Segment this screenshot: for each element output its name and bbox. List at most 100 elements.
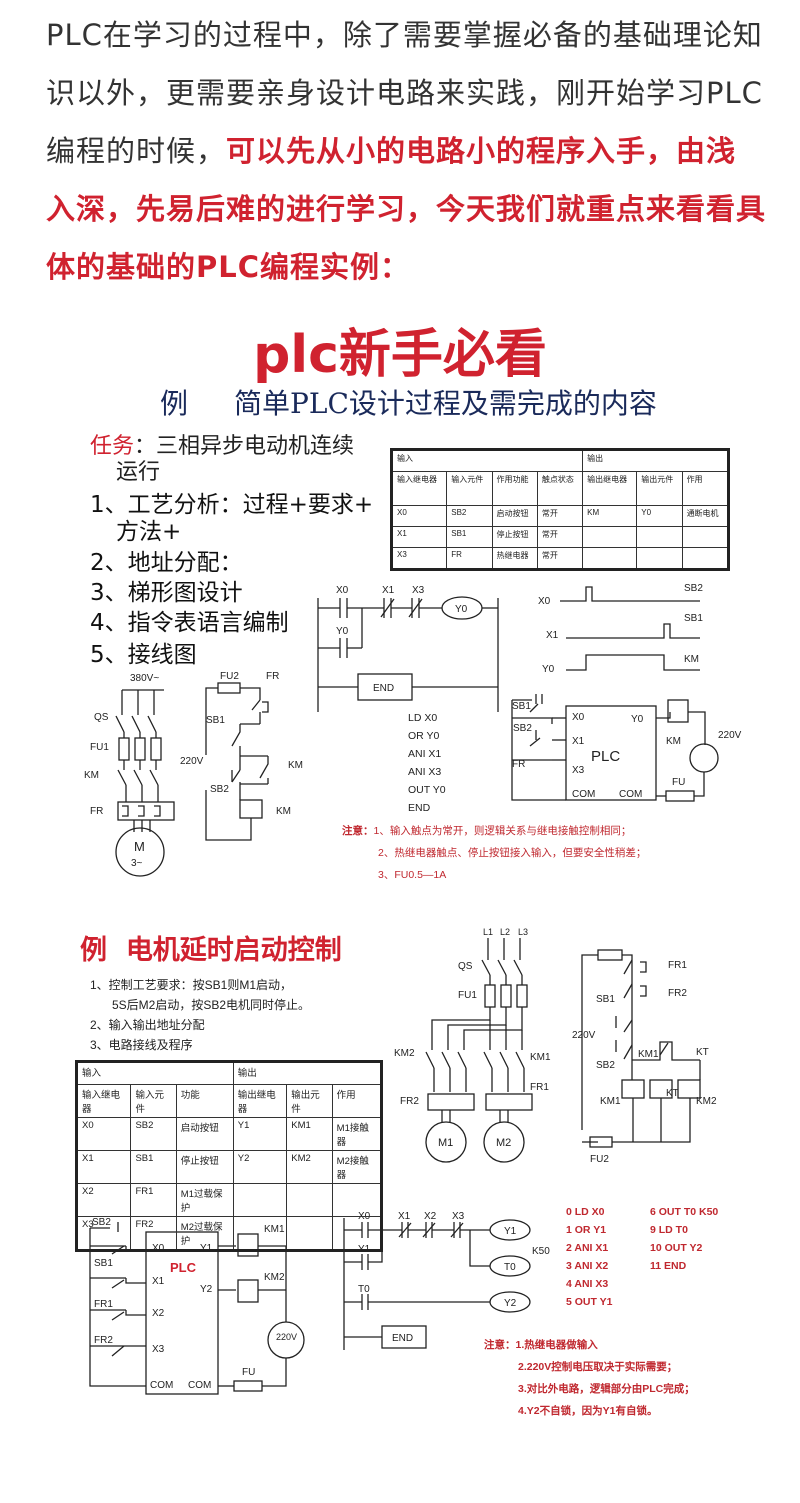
table1-header: 输入继电器 [390,471,448,506]
plc2-km2: KM2 [264,1272,285,1283]
timing-x1: X1 [546,630,559,641]
task-text: ：三相异步电动机连续 [134,434,355,459]
main2-m2: M2 [496,1137,511,1149]
ladder2-x3: X3 [452,1211,465,1222]
example2-title-text: 电机延时启动控制 [125,935,342,966]
plc1-label: PLC [591,748,620,765]
instruction: 11 END [650,1260,687,1272]
table-row: X1 SB1 停止按钮 常开 [390,526,730,548]
task-label: 任务 [90,434,135,459]
plc1-x0: X0 [572,712,585,723]
plc2-label: PLC [170,1260,197,1275]
cell: X0 [75,1117,132,1151]
table-row: X0 SB2 启动按钮 常开 KM Y0 通断电机 [390,505,730,527]
instruction-list-2a: 0 LD X0 1 OR Y1 2 ANI X1 3 ANI X2 4 ANI … [566,1203,613,1311]
ctrl2-sb2: SB2 [596,1060,615,1071]
notes-2: 注意：1.热继电器做输入 2.220V控制电压取决于实际需要； 3.对比外电路，… [484,1334,695,1422]
plc1-sb2: SB2 [513,723,532,734]
cell: KM1 [286,1117,333,1151]
cell: 停止按钮 [175,1150,234,1184]
ctrl2-kt-contact: KT [696,1047,709,1058]
ladder1-x0: X0 [336,585,349,596]
plc2-x2: X2 [152,1308,165,1319]
cell: FR2 [130,1216,177,1251]
motor-km: KM [84,770,99,781]
ladder2-y1-coil: Y1 [504,1226,517,1237]
motor-fr: FR [90,806,103,817]
instruction: 0 LD X0 [566,1206,605,1218]
cell: Y1 [232,1117,288,1151]
instruction: END [408,802,431,814]
instruction: OUT Y0 [408,784,446,796]
cell: SB1 [130,1150,177,1184]
ctrl2-km2-coil: KM2 [696,1096,717,1107]
instruction: 1 OR Y1 [566,1224,607,1236]
main2-l3: L3 [518,927,528,937]
step-2: 2、地址分配： [90,550,243,576]
ladder-diagram-1: X0 X1 X3 Y0 Y0 END [317,585,499,712]
instruction: 2 ANI X1 [566,1242,609,1254]
control-circuit-2: FR1 FR2 SB1 220V SB2 KM1 KT KT KM1 KM2 F… [572,949,717,1165]
plc1-y0: Y0 [631,714,644,725]
cell: 常开 [536,547,584,570]
plc2-fu: FU [242,1367,255,1378]
plc1-com1: COM [572,789,595,800]
main2-fr1: FR1 [530,1082,549,1093]
ladder1-end: END [373,683,394,694]
cell: M2过载保护 [175,1216,234,1251]
notes-1: 注意：1、输入触点为常开，则逻辑关系与继电接触控制相同； 2、热继电器触点、停止… [342,823,646,882]
ex2-step: 2、输入输出地址分配 [90,1018,205,1032]
ctrl2-sb1: SB1 [596,994,615,1005]
plc2-x1: X1 [152,1276,165,1287]
cell: 热继电器 [491,547,538,570]
control-circuit-1: FU2 FR SB1 220V SB2 KM KM [180,671,303,841]
motor-fu1: FU1 [90,742,109,753]
ctrl2-km1-coil: KM1 [600,1096,621,1107]
table2-header: 功能 [175,1084,234,1118]
example2-label: 例 [80,935,107,966]
task-line: 任务：三相异步电动机连续 [90,428,354,460]
cell [232,1216,288,1251]
ladder2-end: END [392,1333,413,1344]
page-title: plc新手必看 [253,325,547,385]
ctrl1-fr: FR [266,671,279,682]
plc1-x3: X3 [572,765,585,776]
note-item: 1、输入触点为常开，则逻辑关系与继电接触控制相同； [373,825,632,837]
intro-normal-text: PLC在学习的过程中，除了需要掌握必备的基础理论知识以外，更需要亲身设计电路来实… [46,18,763,168]
timing-diagram: X0 X1 Y0 SB2 SB1 KM [538,583,703,675]
io-table-1: 输入 输出 输入继电器 输入元件 作用功能 触点状态 输出继电器 输出元件 作用… [390,448,730,571]
main2-km2: KM2 [394,1048,415,1059]
io-table-2: 输入 输出 输入继电器 输入元件 功能 输出继电器 输出元件 作用 X0 SB2… [75,1060,383,1252]
instruction-list-2b: 6 OUT T0 K50 9 LD T0 10 OUT Y2 11 END [650,1203,718,1275]
example1-title-text: 简单PLC设计过程及需完成的内容 [234,387,657,420]
instruction: 3 ANI X2 [566,1260,609,1272]
notes2-label: 注意： [484,1339,516,1351]
instruction: LD X0 [408,712,438,724]
instruction: 6 OUT T0 K50 [650,1206,719,1218]
ctrl2-fr2: FR2 [668,988,687,999]
plc1-fr: FR [512,759,525,770]
instruction-list-1: LD X0 OR Y0 ANI X1 ANI X3 OUT Y0 END [408,709,446,817]
example2-title: 例 电机延时启动控制 [80,928,342,967]
main2-m1: M1 [438,1137,453,1149]
table2-group-in: 输入 [76,1061,234,1085]
ex2-step: 5S后M2启动，按SB2电机同时停止。 [112,998,311,1012]
table2-header: 输出继电器 [232,1084,288,1118]
plc2-fr1: FR1 [94,1299,113,1310]
main2-qs: QS [458,961,473,972]
table1-header: 输出继电器 [582,471,638,506]
ladder1-coil: Y0 [455,604,468,615]
table1-header: 输入元件 [446,471,493,506]
ladder1-x1: X1 [382,585,395,596]
cell: M1过载保护 [175,1183,234,1217]
instruction: 9 LD T0 [650,1224,688,1236]
note-item: 3、FU0.5—1A [378,869,447,881]
ex2-step: 1、控制工艺要求：按SB1则M1启动， [90,978,293,992]
cell: 通断电机 [681,505,730,527]
plc2-sb1: SB1 [94,1258,113,1269]
ctrl1-sb2: SB2 [210,784,229,795]
table-row: X2 FR1 M1过载保护 [75,1183,383,1217]
cell [286,1216,333,1251]
note-item: 3.对比外电路，逻辑部分由PLC完成； [518,1383,695,1395]
